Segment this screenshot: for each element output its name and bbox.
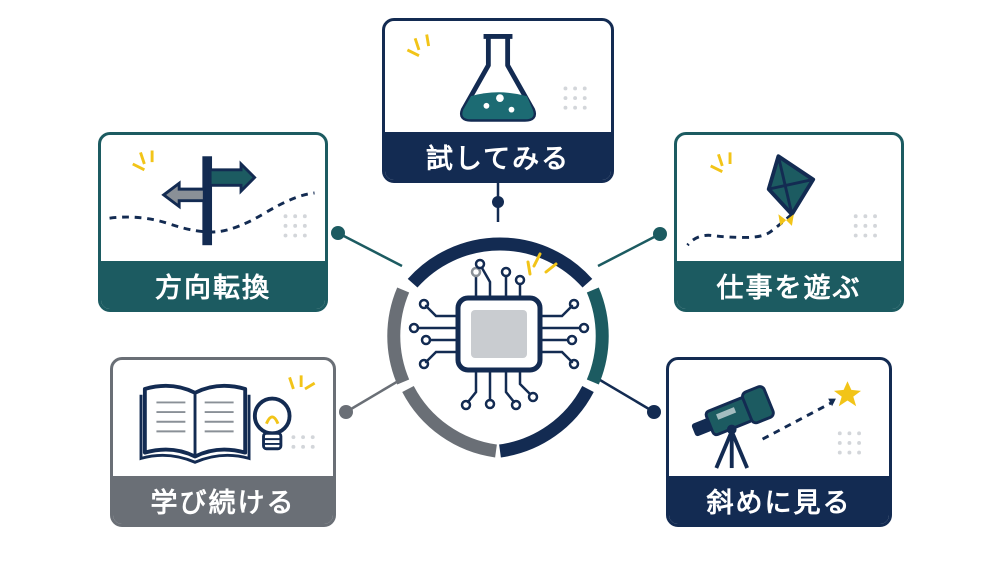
telescope-icon [691, 381, 861, 469]
card-keep-learning[interactable]: 学び続ける [110, 357, 336, 527]
ring-segment-left [387, 287, 410, 385]
card-keep-learning-label: 学び続ける [113, 476, 333, 524]
book-lightbulb-icon [139, 375, 316, 464]
card-look-diagonally-label: 斜めに見る [669, 476, 889, 524]
ring-segment-top [407, 237, 593, 288]
connector-left-bottom-dot [339, 405, 353, 419]
card-try-label: 試してみる [385, 132, 611, 180]
signpost-icon [109, 150, 315, 246]
connector-right-bottom-dot [647, 405, 661, 419]
connector-right-top [597, 232, 661, 268]
connector-left-top [337, 231, 403, 268]
connector-lines [331, 183, 667, 419]
card-play-work-label: 仕事を遊ぶ [677, 261, 901, 309]
connector-left-top-dot [331, 226, 345, 240]
connector-right-top-dot [653, 227, 667, 241]
ring-segment-bottom-right [498, 385, 594, 458]
microchip-icon [408, 252, 590, 411]
card-try[interactable]: 試してみる [382, 18, 614, 183]
center-ring [387, 237, 609, 458]
connector-right-bottom [599, 378, 655, 414]
card-change-direction-label: 方向転換 [101, 261, 325, 309]
card-play-work[interactable]: 仕事を遊ぶ [674, 132, 904, 312]
ring-segment-right [586, 287, 609, 385]
connector-top-dot [492, 196, 504, 208]
card-look-diagonally[interactable]: 斜めに見る [666, 357, 892, 527]
card-change-direction[interactable]: 方向転換 [98, 132, 328, 312]
flask-icon [406, 34, 587, 122]
connector-left-bottom [345, 378, 401, 414]
ring-segment-bottom-left [402, 385, 498, 458]
kite-icon [686, 152, 877, 247]
